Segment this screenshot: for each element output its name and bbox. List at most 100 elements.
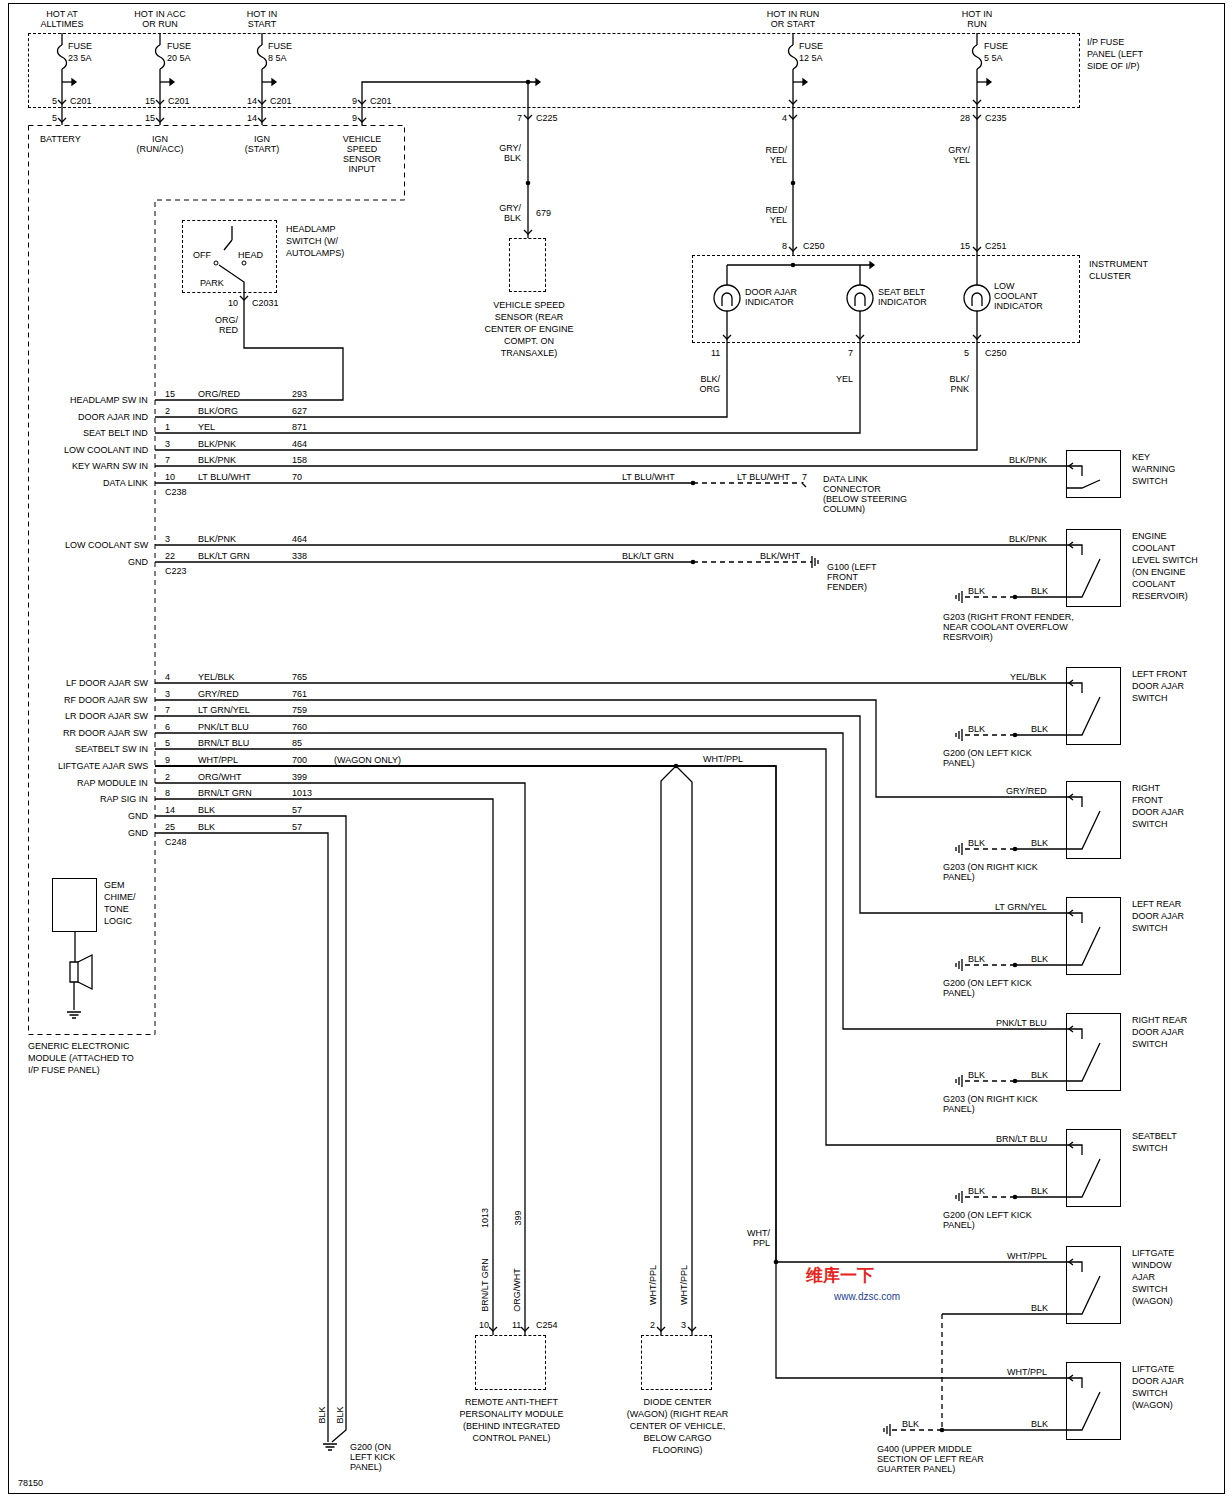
wire-label: WHT/PPL [198, 755, 238, 765]
fuse-symbol [156, 45, 165, 69]
wire-label: 28 [960, 113, 970, 123]
wire-label: GRY/ BLK [495, 143, 521, 163]
wire-label: LF DOOR AJAR SW [66, 678, 148, 688]
switch-symbol [1066, 1378, 1082, 1388]
wire-label: HOT IN RUN [957, 9, 997, 29]
wire [693, 561, 812, 562]
wire-label: RED/ YEL [761, 145, 787, 165]
wire-label: YEL/BLK [1010, 672, 1047, 682]
wire [62, 81, 72, 82]
wire [962, 1080, 1015, 1081]
wire-label: C250 [803, 241, 825, 251]
wire-label: FUSE 20 5A [167, 40, 193, 64]
wire-label: G200 (ON LEFT KICK PANEL) [943, 748, 1061, 768]
wire-label: 7 [802, 472, 807, 482]
wire-label: C235 [985, 113, 1007, 123]
wire-label: GRY/ YEL [944, 145, 970, 165]
wire-label: 10 [479, 1320, 489, 1330]
wire-label: YEL/BLK [198, 672, 235, 682]
ground-symbol [956, 591, 962, 603]
wire-label: FUSE 5 5A [984, 40, 1010, 64]
wire-label: HOT IN START [242, 9, 282, 29]
wire [155, 343, 977, 450]
wire-label: 5 [52, 96, 57, 106]
wire [155, 783, 525, 1335]
wire [155, 343, 727, 417]
wire-label: 338 [292, 551, 307, 561]
wire-label: 2 [650, 1320, 655, 1330]
wire-label: BLK/ PNK [943, 374, 969, 394]
wire [727, 264, 870, 265]
wire-label: BLK/ ORG [694, 374, 720, 394]
wire-label: 1 [165, 422, 170, 432]
wire-label: 3 [165, 439, 170, 449]
wire [159, 69, 160, 108]
wire-label: BLK/ORG [198, 406, 238, 416]
wire [962, 734, 1015, 735]
wire [527, 82, 528, 108]
wire-label: C225 [536, 113, 558, 123]
wire [261, 33, 262, 45]
wire [941, 1314, 942, 1430]
wire-label: BLK [1031, 1419, 1048, 1429]
switch-symbol [1066, 913, 1082, 923]
wire-label: BLK [968, 954, 985, 964]
wire-label: BLK/PNK [198, 534, 236, 544]
watermark: 维库一下 [806, 1266, 874, 1286]
wire [155, 716, 1066, 913]
wire [962, 848, 1015, 849]
wire-label: BLK [1031, 1186, 1048, 1196]
node-label: LEFT REAR DOOR AJAR SWITCH [1132, 898, 1188, 934]
wire-label: 25 [165, 822, 175, 832]
wire [155, 766, 1066, 1262]
wire-label: 57 [292, 805, 302, 815]
wire-label: FUSE 12 5A [799, 40, 825, 64]
wire-label: 464 [292, 439, 307, 449]
wire [155, 833, 328, 1442]
wire-label: 7 [165, 705, 170, 715]
ground-symbol [323, 1444, 337, 1450]
wire-label: 7 [165, 455, 170, 465]
wire-label: C201 [168, 96, 190, 106]
wire-label: BLK/LT GRN [622, 551, 674, 561]
wire-label: C250 [985, 348, 1007, 358]
switch-symbol [1066, 545, 1082, 555]
wire-label: 14 [247, 96, 257, 106]
node-label: KEY WARNING SWITCH [1132, 451, 1190, 487]
wire-label: LR DOOR AJAR SW [65, 711, 148, 721]
wire-label: HOT AT ALLTIMES [36, 9, 88, 29]
wire [962, 1196, 1015, 1197]
module-box: DIODE CENTER (WAGON) (RIGHT REAR CENTER … [641, 1335, 712, 1390]
wire-label: HOT IN ACC OR RUN [130, 9, 190, 29]
wire [976, 33, 977, 45]
connector-mark [973, 100, 981, 104]
lamp-filament [972, 293, 982, 306]
wire-label: 399 [512, 1210, 522, 1225]
switch-symbol [224, 226, 232, 250]
switch-symbol [1066, 1276, 1100, 1314]
wire-label: 1013 [480, 1208, 490, 1228]
wire [962, 964, 1015, 965]
wire [155, 482, 693, 483]
fuse-symbol [258, 45, 267, 69]
wire-label: KEY WARN SW IN [72, 461, 148, 471]
wire-label: 3 [681, 1320, 686, 1330]
connector-mark [258, 100, 266, 104]
fuse-symbol [58, 45, 67, 69]
wire-label: 3 [165, 534, 170, 544]
ground-symbol [884, 1424, 890, 1436]
wire-label: 2 [165, 406, 170, 416]
wire-label: 10 [228, 298, 238, 308]
wire-label: BLK [1031, 1070, 1048, 1080]
wire-label: ORG/WHT [198, 772, 242, 782]
wire-label: BLK [198, 822, 215, 832]
node-label: GEM CHIME/ TONE LOGIC [104, 879, 152, 927]
arrow-head [536, 79, 540, 85]
wire-label: 399 [292, 772, 307, 782]
wire-label: IGN (RUN/ACC) [134, 134, 186, 154]
wire [1015, 734, 1066, 735]
wire-label: LT BLU/WHT [198, 472, 251, 482]
wire [73, 982, 74, 1010]
wire [792, 69, 793, 108]
wire-label: G203 (ON RIGHT KICK PANEL) [943, 1094, 1061, 1114]
